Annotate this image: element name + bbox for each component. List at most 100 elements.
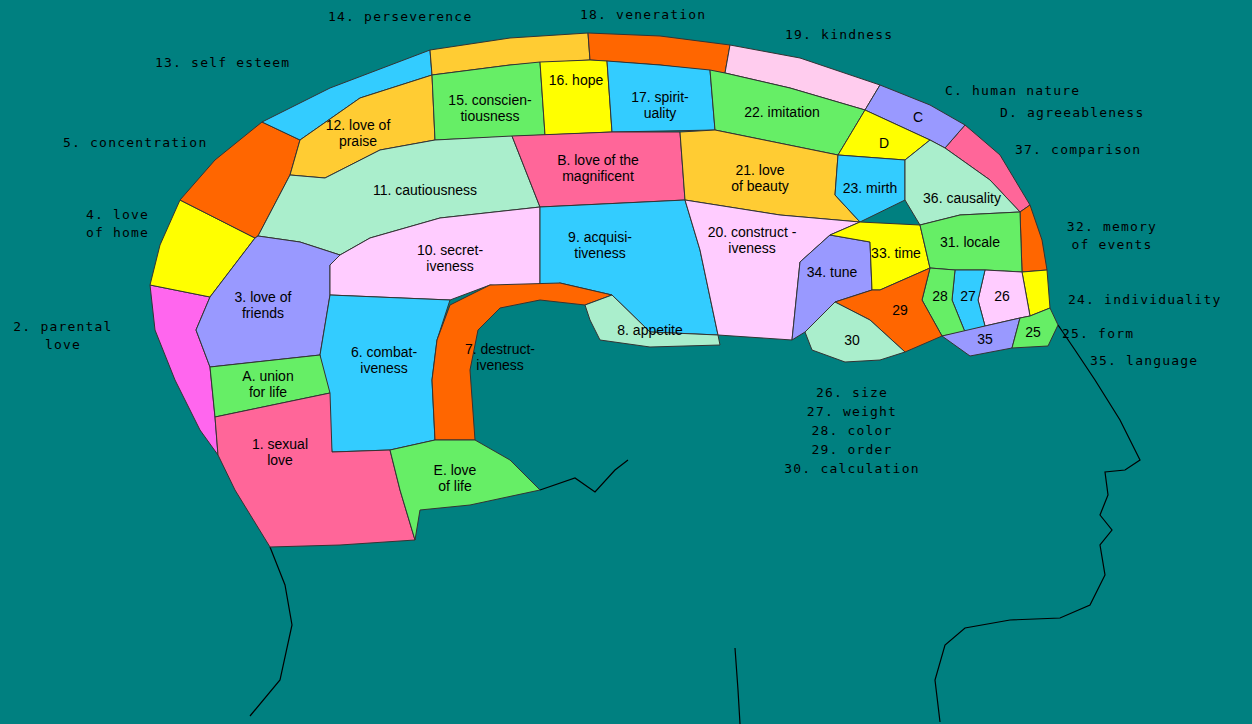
faculty-label: 14. perseverence <box>328 8 472 26</box>
region-outline <box>512 132 685 207</box>
region-label: 3. love of friends <box>226 289 301 321</box>
faculty-label-box: 25. form <box>1062 325 1134 343</box>
faculty-label: 28. color <box>767 422 937 440</box>
faculty-label-box: 24. individuality <box>1068 291 1221 309</box>
region-outline <box>835 155 905 222</box>
faculty-label-box: 32. memory of events <box>1062 218 1162 254</box>
region-label: 26 <box>990 288 1014 304</box>
region-label: 8. appetite <box>605 322 695 338</box>
head-region: E. love of life <box>390 440 540 540</box>
region-label: 10. secret- iveness <box>410 242 490 274</box>
region-shape <box>215 393 415 547</box>
region-label: 12. love of praise <box>318 117 398 149</box>
faculty-label-box: 29. order <box>767 441 937 459</box>
region-outline <box>390 440 540 540</box>
faculty-label-box: 19. kindness <box>785 26 893 44</box>
region-outline <box>215 393 415 547</box>
region-label: B. love of the magnificent <box>548 152 648 184</box>
region-outline <box>607 61 715 132</box>
region-label: 23. mirth <box>835 180 905 196</box>
region-shape <box>585 295 720 347</box>
faculty-label: 27. weight <box>767 403 937 421</box>
head-region <box>1020 205 1047 272</box>
head-region: 31. locale <box>920 212 1022 272</box>
region-outline <box>920 212 1022 272</box>
region-outline <box>196 236 340 367</box>
faculty-label: 29. order <box>767 441 937 459</box>
head-region: 30 <box>805 302 905 362</box>
region-shape <box>905 140 1020 225</box>
head-region: 15. conscien- tiousness <box>432 62 545 140</box>
ear-outline <box>540 460 628 492</box>
region-label: 28 <box>928 288 952 304</box>
region-label: 6. combat- iveness <box>339 344 429 376</box>
faculty-label-box: 13. self esteem <box>155 54 290 72</box>
region-outline <box>585 295 720 347</box>
region-label: 16. hope <box>545 72 607 88</box>
head-region: 36. causality <box>905 140 1020 225</box>
region-label: 15. conscien- tiousness <box>443 92 538 124</box>
region-label: 29 <box>888 302 912 318</box>
faculty-label-box: 27. weight <box>767 403 937 421</box>
head-region: 1. sexual love <box>215 393 415 547</box>
faculty-label-box: 35. language <box>1090 352 1198 370</box>
faculty-label: 24. individuality <box>1068 291 1221 309</box>
region-label: 33. time <box>866 245 926 261</box>
region-label: 1. sexual love <box>245 436 315 468</box>
faculty-label-box: C. human nature <box>945 82 1080 100</box>
region-label: 36. causality <box>912 190 1012 206</box>
head-region: 3. love of friends <box>196 236 340 367</box>
region-label: 22. imitation <box>722 104 842 120</box>
faculty-label-box: 37. comparison <box>1015 141 1141 159</box>
head-region: 16. hope <box>540 60 612 135</box>
region-label: 34. tune <box>797 264 867 280</box>
head-region: 8. appetite <box>585 295 720 347</box>
region-outline <box>1012 308 1058 348</box>
faculty-label: 26. size <box>767 384 937 402</box>
faculty-label-box: 14. perseverence <box>328 8 472 26</box>
head-region: 23. mirth <box>835 155 905 222</box>
faculty-label-box: D. agreeableness <box>1000 104 1144 122</box>
head-region: 17. spirit- uality <box>607 61 715 132</box>
faculty-label: 18. veneration <box>580 6 706 24</box>
region-outline <box>320 295 450 452</box>
faculty-label-box: 4. love of home <box>80 206 155 242</box>
faculty-label-box: 18. veneration <box>580 6 706 24</box>
head-outline <box>250 547 292 716</box>
faculty-label: 19. kindness <box>785 26 893 44</box>
region-label: 9. acquisi- tiveness <box>560 229 640 261</box>
region-label: 17. spirit- uality <box>620 89 700 121</box>
faculty-label: 35. language <box>1090 352 1198 370</box>
faculty-label-box: 30. calculation <box>767 460 937 478</box>
faculty-label-box: 28. color <box>767 422 937 440</box>
head-region: 25 <box>1012 308 1058 348</box>
region-label: 25 <box>1021 324 1045 340</box>
faculty-label: D. agreeableness <box>1000 104 1144 122</box>
faculty-label-box: 5. concentration <box>63 134 207 152</box>
region-label: 11. cautiousness <box>350 182 500 198</box>
neck-outline <box>735 648 740 724</box>
faculty-label: 5. concentration <box>63 134 207 152</box>
head-region: 6. combat- iveness <box>320 295 450 452</box>
faculty-label: C. human nature <box>945 82 1080 100</box>
region-outline <box>540 60 612 135</box>
faculty-label: 32. memory of events <box>1062 218 1162 254</box>
region-label: 30 <box>840 332 864 348</box>
region-outline <box>905 140 1020 225</box>
faculty-label: 37. comparison <box>1015 141 1141 159</box>
region-label: 35 <box>973 331 997 347</box>
faculty-label: 13. self esteem <box>155 54 290 72</box>
region-label: C <box>906 109 930 125</box>
region-shape <box>540 60 612 135</box>
head-outline <box>935 325 1140 722</box>
region-outline <box>432 62 545 140</box>
faculty-label-box: 26. size <box>767 384 937 402</box>
region-label: 20. construct -iveness <box>705 224 800 256</box>
region-label: 7. destruct- iveness <box>458 341 543 373</box>
faculty-label: 30. calculation <box>767 460 937 478</box>
head-region: B. love of the magnificent <box>512 132 685 207</box>
head-region: 35 <box>942 318 1020 356</box>
region-label: E. love of life <box>428 462 483 494</box>
region-outline <box>805 302 905 362</box>
region-label: D <box>872 135 896 151</box>
